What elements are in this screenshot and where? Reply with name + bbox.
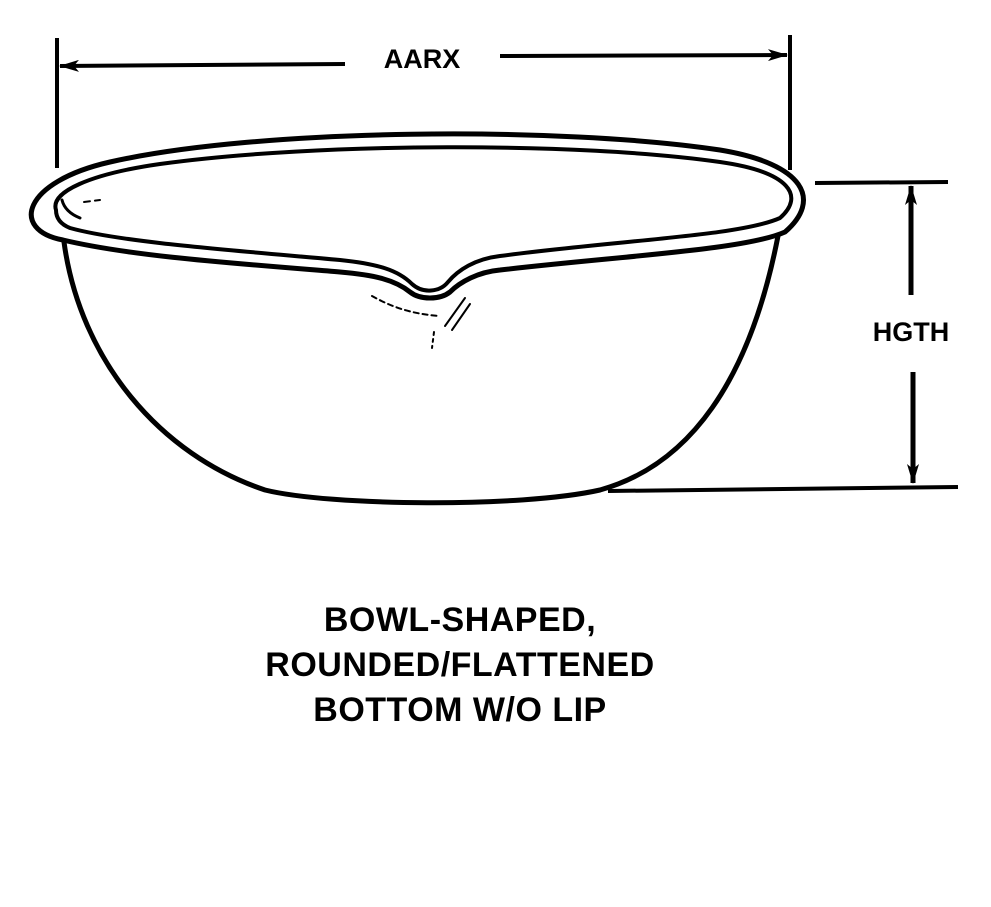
spout-shading-3: [451, 303, 471, 331]
width-arrow-right: [499, 49, 788, 62]
bowl-body: [61, 233, 781, 506]
spout-shading: [371, 295, 441, 317]
spout-tip: [431, 331, 435, 349]
caption-line-1: BOWL-SHAPED,: [323, 601, 597, 639]
caption-line-3: BOTTOM W/O LIP: [313, 691, 607, 729]
spout-shading-2: [444, 297, 466, 327]
height-dimension: HGTH: [607, 180, 959, 493]
rim-shading-left-2: [83, 199, 101, 203]
caption-line-2: ROUNDED/FLATTENED: [265, 646, 655, 684]
height-extension-top: [814, 180, 949, 185]
width-label: AARX: [384, 44, 461, 74]
bowl-illustration: [29, 131, 806, 506]
width-dimension: AARX: [55, 35, 792, 170]
width-arrow-left: [59, 59, 346, 72]
bowl-caption: BOWL-SHAPED, ROUNDED/FLATTENED BOTTOM W/…: [160, 598, 760, 733]
rim-shading-left: [60, 198, 82, 220]
height-label: HGTH: [873, 317, 950, 347]
bowl-rim-inner: [53, 145, 794, 293]
bowl-rim-outer: [29, 131, 806, 301]
height-extension-bottom: [607, 485, 959, 493]
